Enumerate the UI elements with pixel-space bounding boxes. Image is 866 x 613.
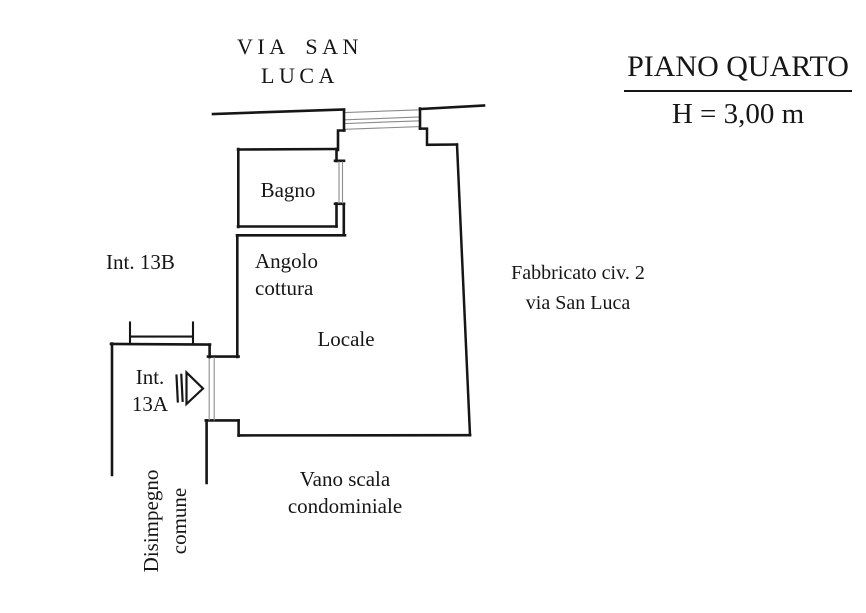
- room-label-vano-scala: Vano scala condominiale: [287, 467, 403, 518]
- room-label-angolo-cottura: Angolo cottura: [255, 249, 318, 300]
- room-label-bagno: Bagno: [260, 178, 316, 202]
- floor-height-label: H = 3,00 m: [671, 97, 805, 130]
- title-block: PIANO QUARTO H = 3,00 m: [618, 26, 858, 154]
- vestibule-top-opening: [128, 321, 195, 345]
- street-wall: [211, 104, 486, 116]
- room-label-disimpegno-comune: Disimpegno comune: [139, 469, 191, 573]
- room-label-int-13b: Int. 13B: [106, 250, 175, 274]
- building-label-fabbricato: Fabbricato civ. 2 via San Luca: [511, 262, 645, 314]
- floor-title: PIANO QUARTO: [624, 47, 852, 92]
- bagno-upper-wall: [336, 129, 346, 152]
- bagno-room-walls: [235, 147, 347, 237]
- room-label-int-13a: Int. 13A: [131, 365, 169, 417]
- building-right-wall: [418, 127, 472, 437]
- street-name-label: VIA SAN LUCA: [237, 34, 363, 88]
- street-window: [342, 107, 422, 132]
- locale-walls: [204, 234, 472, 437]
- room-label-locale: Locale: [317, 327, 375, 351]
- bagno-window: [338, 161, 344, 204]
- entrance-door-opening: [208, 356, 215, 421]
- door-swing-icon: [175, 369, 205, 407]
